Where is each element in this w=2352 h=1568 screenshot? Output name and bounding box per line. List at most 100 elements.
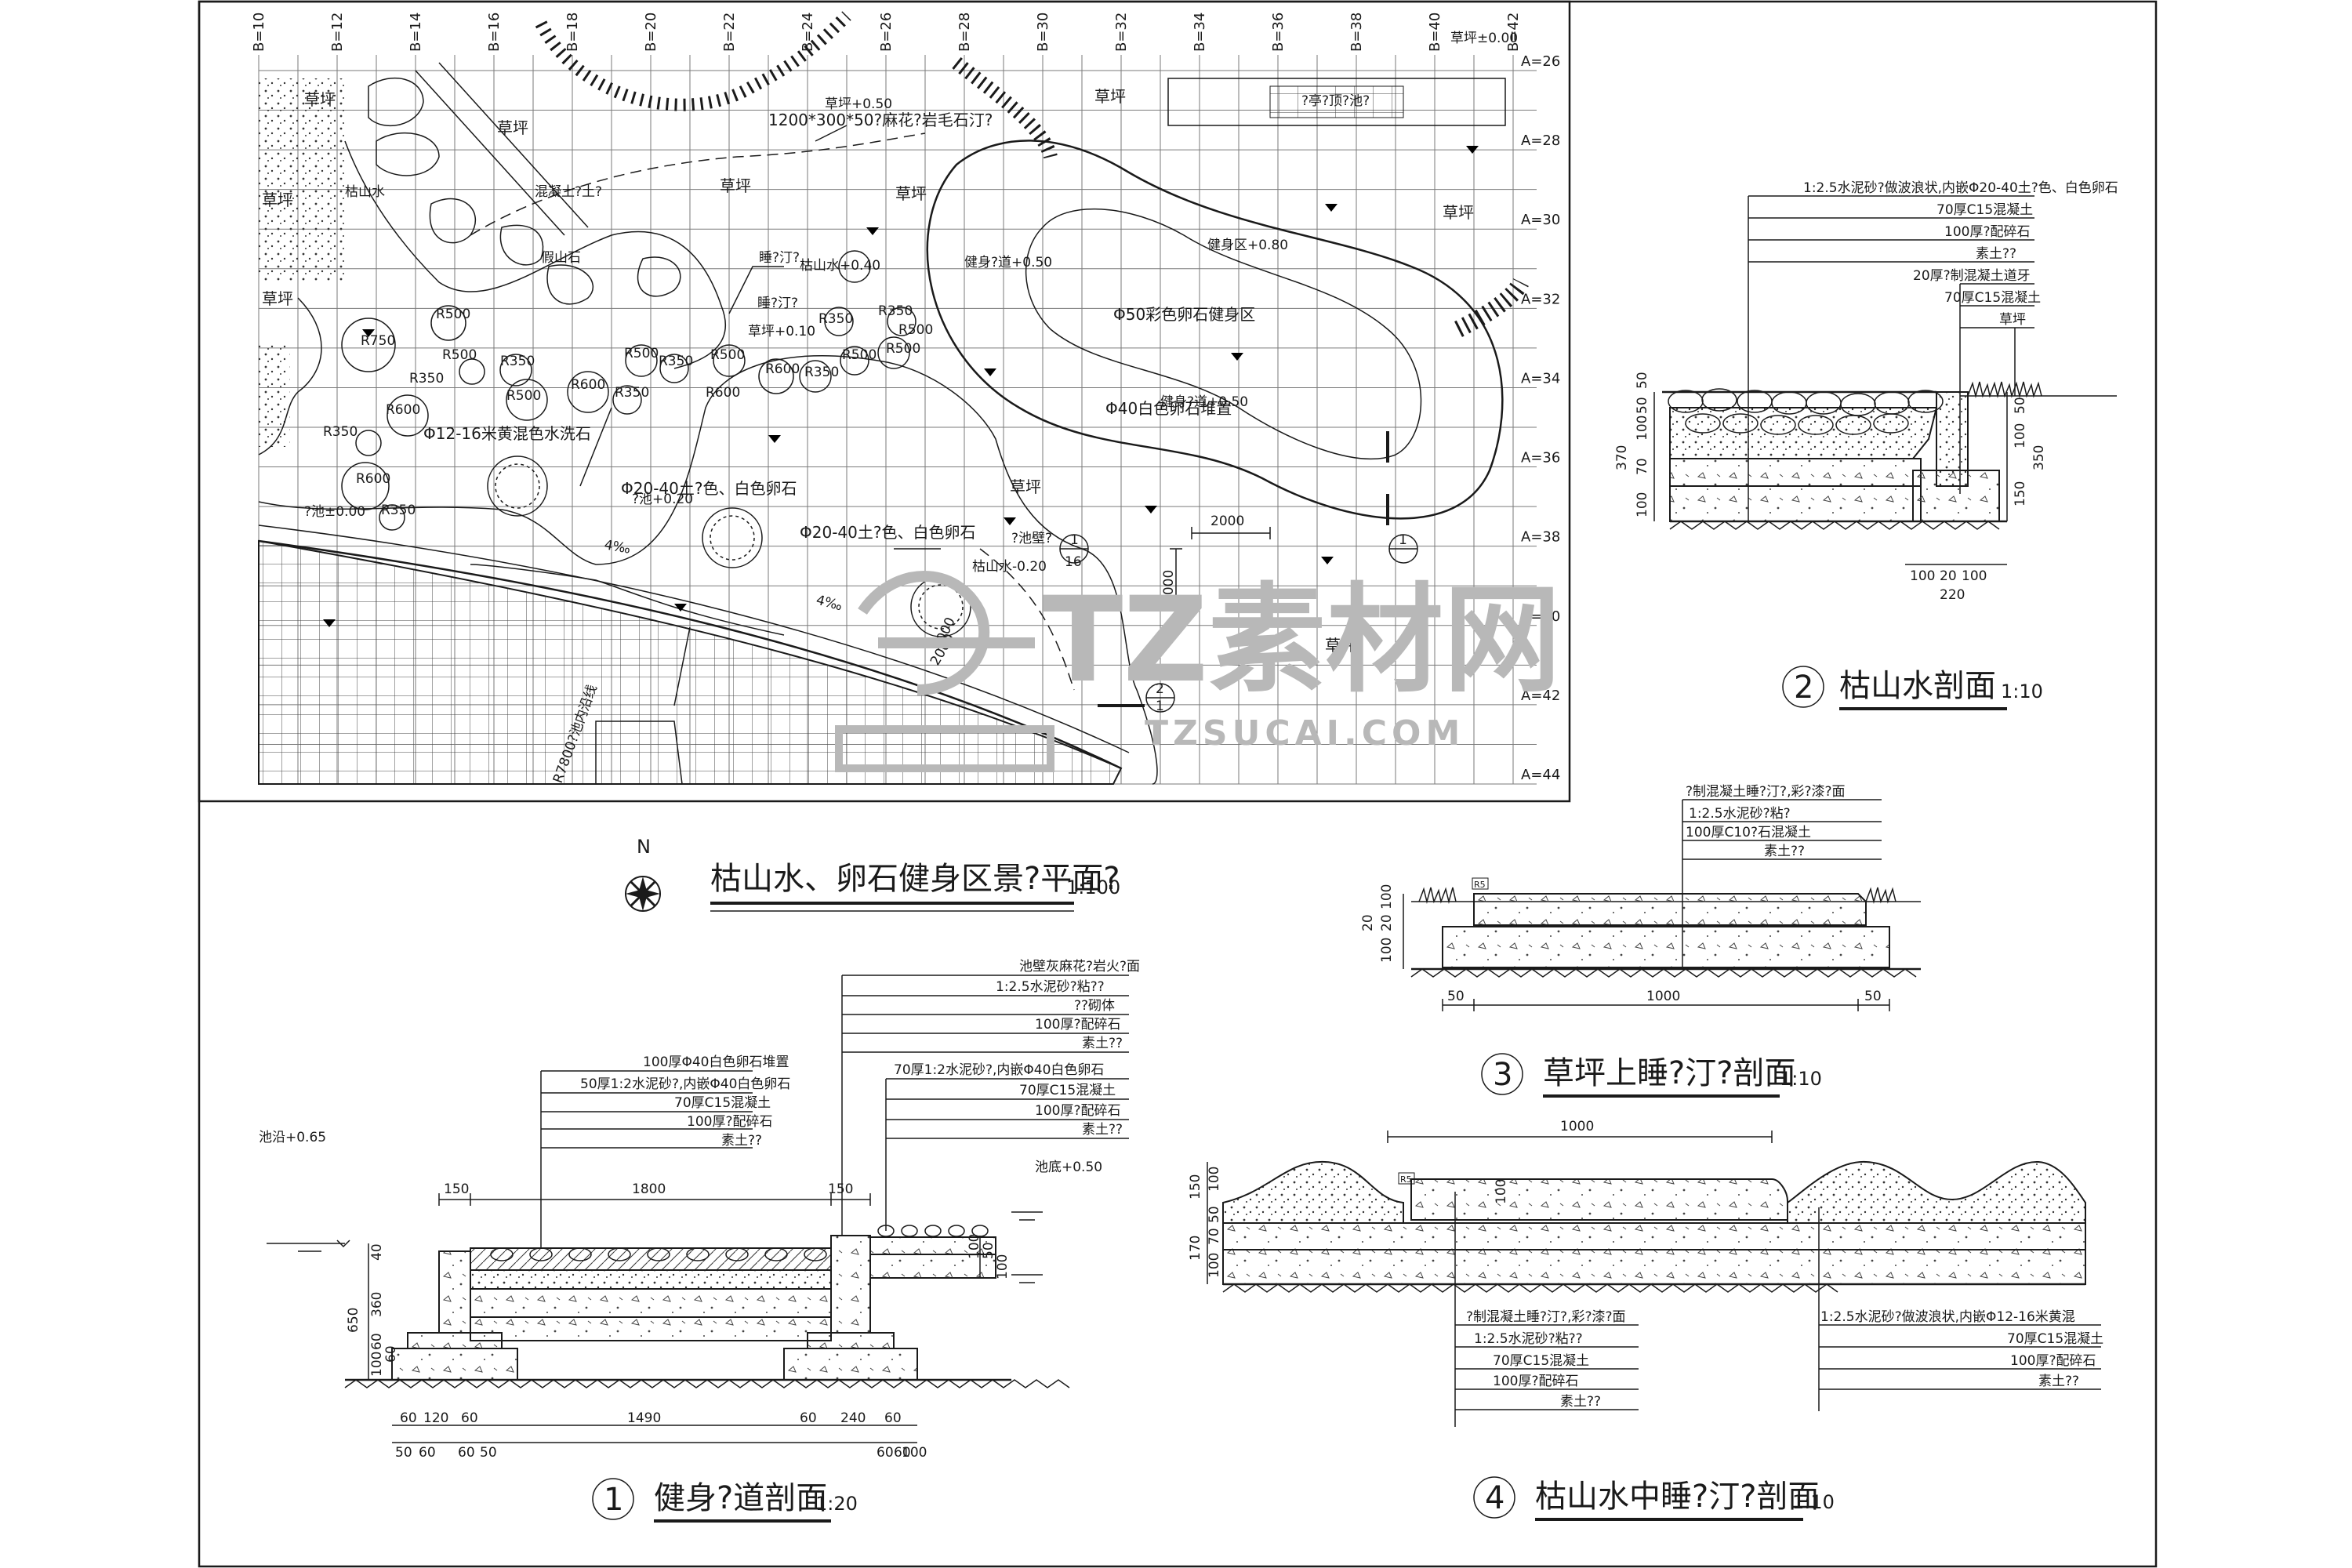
section3-layer-1: ?制混凝土睡?汀?,彩?漆?面 <box>1686 784 1846 800</box>
section2-dim-right-4: 350 <box>2031 445 2047 470</box>
radius-r16: R500 <box>842 347 877 363</box>
section2-dim-left-4: 70 <box>1635 458 1650 475</box>
section1-dim-top-3: 150 <box>828 1181 853 1197</box>
section1-dim-left-5: 60 <box>369 1333 385 1350</box>
row-axis-label: A=26 <box>1521 53 1560 70</box>
column-axis-label: B=36 <box>1270 13 1287 52</box>
ref-2-label: 2 <box>1156 681 1164 697</box>
plan-scale: 1:100 <box>1066 877 1120 898</box>
sheet-frame <box>198 0 2158 1568</box>
dim-2000-h-label: 2000 <box>1210 514 1244 529</box>
ref-2b-label: 1 <box>1156 699 1164 714</box>
lawn-label-7: 草坪 <box>1010 477 1041 496</box>
section3-dim-left-3: 100 <box>1379 938 1395 963</box>
section1-left-layer-5: 素土?? <box>721 1133 762 1149</box>
lawn-label-6: 草坪 <box>1443 203 1474 222</box>
section2-dim-right-1: 50 <box>2013 397 2028 414</box>
boulders <box>341 250 971 637</box>
dashed-path <box>470 132 926 236</box>
section1-left-layer-1: 100厚Φ40白色卵石堆置 <box>643 1054 789 1070</box>
section3-title: 草坪上睡?汀?剖面 <box>1543 1055 1795 1091</box>
watermark-text: TZ素材网 <box>1043 572 1561 709</box>
section4-dim-left-6: 170 <box>1188 1236 1203 1261</box>
section1-dim-b2-4: 50 <box>480 1445 497 1461</box>
section4-layer-r4: 素土?? <box>2038 1374 2079 1389</box>
section2-dim-left-5: 100 <box>1635 492 1650 517</box>
fitness-road-2-label: 健身?道+0.50 <box>1160 394 1248 410</box>
row-axis-labels: A=26A=28A=30A=32A=34A=36A=38A=40A=42A=44 <box>1521 53 1560 783</box>
pavilion-box <box>1167 78 1506 126</box>
slope-label: 4‰ <box>603 537 632 557</box>
row-axis-label: A=40 <box>1521 608 1560 625</box>
section-4: R5 ?制混凝土睡?汀?,彩?漆?面 1:2.5水泥砂?粘?? 70厚C15混凝… <box>1188 1119 2103 1521</box>
lawn-label-3: 草坪 <box>720 176 751 195</box>
section1-dim-top-2: 1800 <box>632 1181 666 1197</box>
section1-dim-b1-5: 60 <box>800 1410 817 1426</box>
section2-dim-right-3: 150 <box>2013 481 2028 506</box>
north-arrow-icon <box>625 876 661 912</box>
section3-number-circle <box>1481 1053 1523 1095</box>
column-axis-label: B=42 <box>1505 13 1522 52</box>
radius-r4: R500 <box>442 347 477 363</box>
section1-dim-b1-6: 240 <box>840 1410 866 1426</box>
column-axis-label: B=16 <box>486 13 503 52</box>
lawn-label-4: 草坪 <box>895 184 927 203</box>
lawn-label-5: 草坪 <box>1094 87 1126 106</box>
elevation-markers <box>323 146 1479 627</box>
radius-r23: R500 <box>898 322 933 338</box>
lawn-label-2: 草坪 <box>497 118 528 137</box>
leader-lines <box>579 125 941 706</box>
column-axis-label: B=22 <box>721 13 738 52</box>
pebble-area-label: Φ50彩色卵石健身区 <box>1113 305 1255 324</box>
section1-dim-b1-4: 1490 <box>627 1410 661 1426</box>
section2-layer-5: 20厚?制混凝土道牙 <box>1913 268 2031 284</box>
section1-pool-elev: 池沿+0.65 <box>259 1130 326 1145</box>
section2-dim-bottom-3: 100 <box>1962 568 1987 584</box>
row-axis-label: A=42 <box>1521 688 1560 704</box>
radius-r13: R500 <box>624 346 659 361</box>
dim-2000-vertical <box>1170 548 1182 628</box>
section1-rt-layer-1: 池壁灰麻花?岩火?面 <box>1019 959 1140 975</box>
radius-r14: R600 <box>765 361 800 377</box>
pebbles <box>490 1247 827 1261</box>
row-axis-label: A=32 <box>1521 291 1560 307</box>
section4-dim-top: 1000 <box>1560 1119 1594 1134</box>
row-axis-label: A=38 <box>1521 529 1560 546</box>
column-axis-label: B=10 <box>251 13 267 52</box>
column-axis-label: B=14 <box>408 13 424 52</box>
section1-scale: 1:20 <box>815 1493 858 1515</box>
section3-dim-bottom-1: 50 <box>1447 989 1465 1004</box>
radius-r22: R350 <box>818 311 853 327</box>
section4-dim-mid: 100 <box>1494 1179 1509 1204</box>
plan-title-block: N 枯山水、卵石健身区景?平面? 1:100 <box>625 836 1120 912</box>
concrete-label: 混凝土?土? <box>535 184 602 200</box>
dry-landscape-elev: 枯山水+0.40 <box>800 258 880 274</box>
section3-dim-left-2: 20 <box>1379 914 1395 931</box>
section4-title: 枯山水中睡?汀?剖面 <box>1535 1479 1819 1515</box>
section1-rt-layer-4: 100厚?配碎石 <box>1035 1017 1120 1033</box>
row-axis-label: A=30 <box>1521 212 1560 228</box>
plan-title: 枯山水、卵石健身区景?平面? <box>710 861 1120 897</box>
section2-dim-left-1: 50 <box>1635 372 1650 389</box>
section1-dim-left-1: 40 <box>369 1243 385 1261</box>
planting-strip-top <box>259 78 345 141</box>
section1-dim-b1-1: 60 <box>400 1410 417 1426</box>
pebble-pile-label: Φ40白色卵石堆置 <box>1105 399 1232 418</box>
section2-layer-3: 100厚?配碎石 <box>1944 224 2030 240</box>
pebble-a-label: Φ20-40土?色、白色卵石 <box>621 479 797 498</box>
section2-dim-left-6: 370 <box>1614 445 1630 470</box>
section1-left-layer-2: 50厚1:2水泥砂?,内嵌Φ40白色卵石 <box>580 1076 790 1092</box>
section4-layer-l3: 70厚C15混凝土 <box>1493 1353 1589 1369</box>
section1-dim-left-4: 100 <box>369 1352 385 1377</box>
gravel-label: Φ12-16米黄混色水洗石 <box>423 424 591 443</box>
section3-dim-left-4: 20 <box>1360 914 1376 931</box>
dashed-path-2 <box>979 548 1075 691</box>
stepping-label-1: 睡?汀? <box>759 250 800 266</box>
section1-r-layer-2: 70厚C15混凝土 <box>1019 1083 1116 1098</box>
top-right-elev: 草坪±0.00 <box>1450 31 1518 46</box>
stone-slab-label: 1200*300*50?麻花?岩毛石汀? <box>768 111 993 129</box>
section3-layer-4: 素土?? <box>1764 844 1805 859</box>
section4-layer-r3: 100厚?配碎石 <box>2010 1353 2096 1369</box>
radius-r1: R750 <box>361 333 395 349</box>
ref-1b-label: 1 <box>1399 532 1407 548</box>
